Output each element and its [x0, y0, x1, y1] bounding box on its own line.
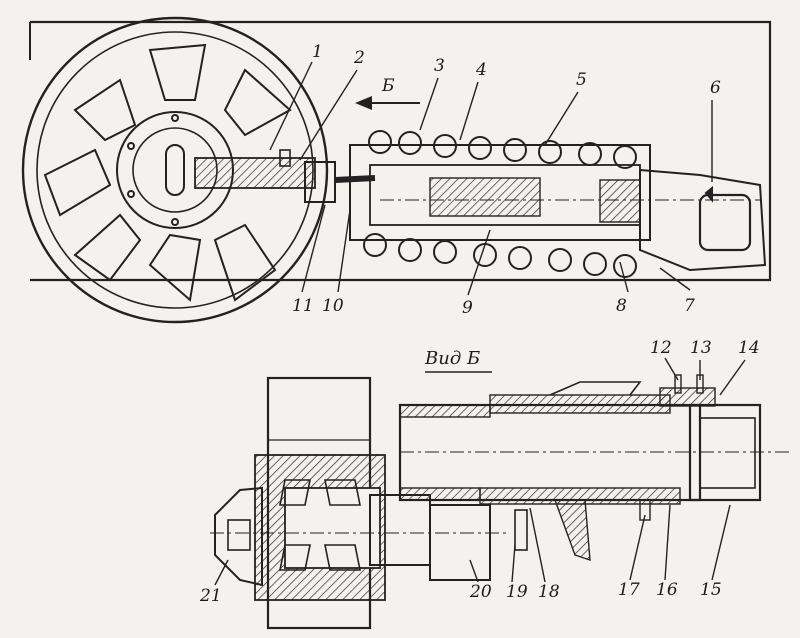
callout-3: 3 [434, 56, 445, 76]
callout-19: 19 [506, 582, 528, 602]
section-view [210, 357, 790, 630]
spring-assembly [349, 144, 760, 241]
tension-rod [194, 149, 376, 203]
tension-cylinder [398, 381, 790, 505]
spring-coils-top [368, 130, 637, 169]
section-leader-lines [214, 357, 746, 586]
direction-arrow [355, 96, 420, 110]
callout-8: 8 [616, 296, 627, 316]
callout-6: 6 [710, 78, 721, 98]
callout-5: 5 [576, 70, 587, 90]
frame-outline [30, 20, 772, 282]
bearing-housing [254, 454, 386, 601]
callout-2: 2 [354, 48, 365, 68]
end-fitting [639, 168, 767, 272]
leader-lines [269, 61, 713, 296]
callout-16: 16 [656, 580, 678, 600]
callout-10: 10 [322, 296, 344, 316]
direction-arrow-label: Б [382, 76, 395, 96]
callout-9: 9 [462, 298, 473, 318]
support-rib [554, 499, 591, 561]
top-view [21, 16, 772, 324]
spring-coils-bottom [363, 233, 637, 278]
callout-20: 20 [470, 582, 492, 602]
callout-11: 11 [292, 296, 314, 316]
callout-14: 14 [738, 338, 760, 358]
callout-13: 13 [690, 338, 712, 358]
callout-18: 18 [538, 582, 560, 602]
callout-15: 15 [700, 580, 722, 600]
callout-1: 1 [312, 42, 323, 62]
callout-7: 7 [684, 296, 695, 316]
callout-17: 17 [618, 580, 640, 600]
callout-4: 4 [476, 60, 487, 80]
view-title: Вид Б [425, 348, 481, 369]
end-cap [214, 486, 263, 587]
end-bracket [659, 374, 762, 502]
callout-21: 21 [200, 586, 222, 606]
idler-wheel [21, 16, 329, 324]
callout-12: 12 [650, 338, 672, 358]
